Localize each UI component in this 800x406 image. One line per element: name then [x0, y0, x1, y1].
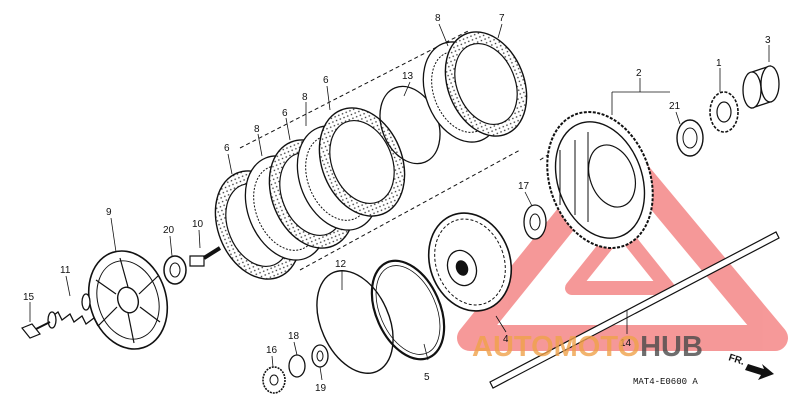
diagram-code: MAT4-E0600 A: [633, 377, 698, 387]
small-gear: [262, 366, 286, 394]
label-part-10: 10: [192, 219, 204, 230]
watermark-auto: AUTO: [472, 331, 554, 363]
direction-label: FR.: [727, 352, 746, 368]
front-direction-indicator: FR.: [727, 352, 774, 380]
spring-bolt: [21, 321, 51, 339]
label-part-6b: 6: [282, 108, 288, 119]
pressure-plate: [87, 250, 169, 350]
label-part-18: 18: [288, 331, 300, 342]
lock-nut: [709, 91, 739, 133]
lifter-piece: [189, 246, 222, 267]
washer-18: [288, 354, 306, 378]
o-ring: [316, 270, 394, 374]
label-part-17: 17: [518, 181, 530, 192]
label-part-1: 1: [716, 58, 722, 69]
watermark-triangle: [457, 139, 788, 351]
release-bearing: [163, 255, 187, 285]
label-part-16: 16: [266, 345, 278, 356]
label-part-8b: 8: [302, 92, 308, 103]
needle-bearing: [676, 119, 704, 157]
guide-collar: [742, 65, 780, 109]
label-part-4: 4: [503, 334, 509, 345]
lifter-rod: [489, 231, 780, 389]
thrust-washer: [523, 204, 547, 240]
label-part-2: 2: [636, 68, 642, 79]
label-part-19: 19: [315, 383, 327, 394]
label-part-8a: 8: [254, 124, 260, 135]
watermark-moto: MOTO: [554, 331, 640, 363]
label-part-8c: 8: [435, 13, 441, 24]
svg-text:AUTOMOTOHUB: AUTOMOTOHUB: [472, 331, 703, 363]
clutch-springs: [47, 293, 99, 329]
part-number-labels: 1 2 3 4 5 6 6 6 7 8 8 8 9 10 11 12 13 14…: [23, 13, 771, 394]
clutch-outer: [546, 111, 654, 249]
label-part-11: 11: [60, 265, 71, 276]
leader-lines: [29, 23, 770, 381]
watermark-hub: HUB: [640, 331, 703, 363]
stack-guide-lines: [239, 29, 611, 271]
label-part-13: 13: [402, 71, 414, 82]
label-part-12: 12: [335, 259, 347, 270]
label-part-14: 14: [620, 338, 632, 349]
label-part-5: 5: [424, 372, 430, 383]
label-part-9: 9: [106, 207, 112, 218]
label-part-21: 21: [669, 101, 681, 112]
label-part-7: 7: [499, 13, 505, 24]
plate-b-ring: [370, 259, 446, 361]
label-part-6a: 6: [224, 143, 230, 154]
label-part-3: 3: [765, 35, 771, 46]
watermark-text: AUTOMOTOHUB: [472, 331, 703, 363]
clutch-center: [427, 212, 513, 312]
friction-disc-outer: [444, 31, 528, 137]
arrow-right-icon: [745, 364, 774, 380]
label-part-6c: 6: [323, 75, 329, 86]
label-part-20: 20: [163, 225, 175, 236]
label-part-15: 15: [23, 292, 35, 303]
washer-19: [311, 344, 329, 368]
